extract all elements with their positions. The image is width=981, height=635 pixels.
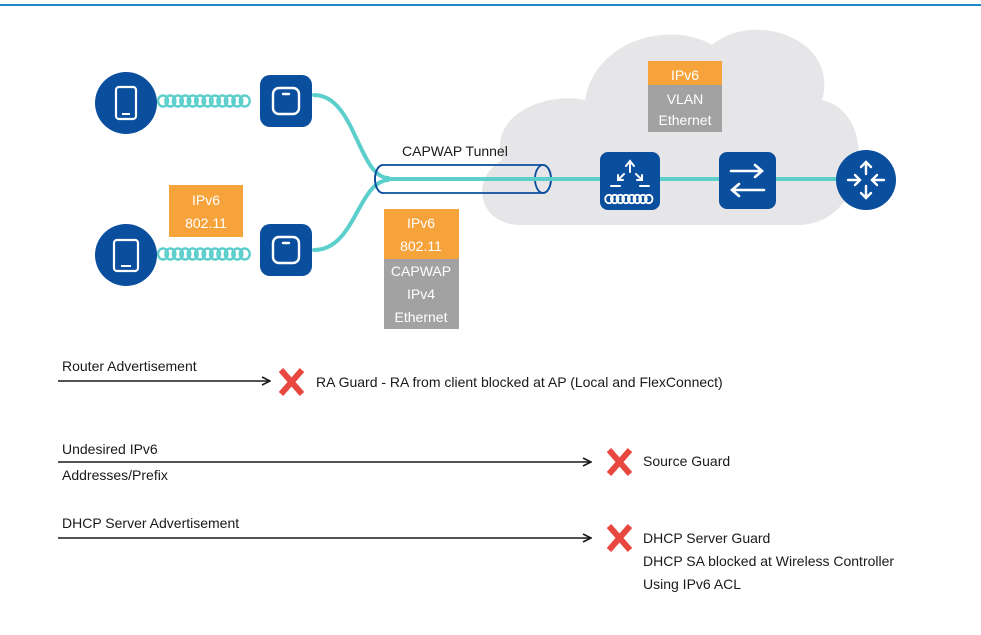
wireless-controller[interactable]: [600, 152, 660, 210]
coil-loop: [193, 94, 207, 108]
coil-loop: [238, 94, 251, 108]
source-guard-row: Undesired IPv6 Addresses/Prefix Source G…: [58, 441, 730, 483]
coil-loop: [632, 193, 642, 205]
coil-loop: [644, 193, 654, 205]
switch-icon: [729, 163, 766, 198]
dhcp-guard-row: DHCP Server Advertisement DHCP Server Gu…: [58, 515, 894, 592]
access-point-1[interactable]: [260, 75, 312, 127]
client-stack-80211: 802.11: [185, 215, 227, 231]
cloud-stack-ethernet: Ethernet: [659, 112, 712, 128]
access-point-icon: [271, 235, 301, 265]
coil-loop: [156, 94, 170, 108]
coil-loop: [201, 94, 214, 108]
dhcp-result-line2: DHCP SA blocked at Wireless Controller: [643, 553, 894, 569]
x-mark-icon: [278, 368, 305, 396]
tunnel-stack-80211: 802.11: [400, 238, 442, 254]
source-label-line2: Addresses/Prefix: [62, 467, 168, 483]
access-point-2[interactable]: [260, 224, 312, 276]
client-stack-ipv6: IPv6: [192, 192, 220, 208]
coil-loop: [164, 94, 177, 108]
cloud-protocol-stack: IPv6 VLAN Ethernet: [648, 61, 722, 132]
wireless-link-2: [156, 247, 251, 261]
coil-1: [156, 94, 251, 108]
switch[interactable]: [719, 152, 776, 209]
dhcp-result-line1: DHCP Server Guard: [643, 530, 770, 546]
wireless-controller-icon: [604, 159, 654, 205]
coil-loop: [604, 193, 614, 205]
coil-loop: [201, 247, 214, 261]
coil-loop: [627, 193, 637, 205]
x-mark-icon: [606, 448, 633, 476]
coil-loop: [179, 247, 192, 261]
coil-loop: [610, 193, 620, 205]
dhcp-result-line3: Using IPv6 ACL: [643, 576, 741, 592]
access-point-icon: [271, 86, 301, 116]
coil-2: [156, 247, 251, 261]
tunnel-label: CAPWAP Tunnel: [402, 143, 508, 159]
coil-loop: [231, 247, 244, 261]
ra-label: Router Advertisement: [62, 358, 197, 374]
coil-loop: [621, 193, 631, 205]
router[interactable]: [836, 150, 896, 210]
tunnel-stack-ipv6: IPv6: [407, 215, 435, 231]
coil-loop: [186, 247, 199, 261]
coil-loop: [223, 247, 237, 261]
capwap-tunnel: CAPWAP Tunnel: [374, 143, 560, 194]
cloud-stack-vlan: VLAN: [667, 91, 704, 107]
coil-loop: [208, 94, 222, 108]
smartphone-client[interactable]: [95, 72, 157, 134]
coil-loop: [208, 247, 222, 261]
coil-loop: [223, 94, 237, 108]
client-protocol-stack: IPv6 802.11: [169, 185, 243, 237]
link-ap2-tunnel: [312, 178, 390, 252]
tunnel-stack-ethernet: Ethernet: [395, 309, 448, 325]
ra-result: RA Guard - RA from client blocked at AP …: [316, 374, 723, 390]
dhcp-label: DHCP Server Advertisement: [62, 515, 239, 531]
tunnel-stack-ipv4: IPv4: [407, 286, 435, 302]
coil-loop: [216, 94, 229, 108]
ra-guard-row: Router Advertisement RA Guard - RA from …: [58, 358, 723, 396]
coil-loop: [156, 247, 170, 261]
coil-loop: [193, 247, 207, 261]
wireless-link-1: [156, 94, 251, 108]
tunnel-stack-capwap: CAPWAP: [391, 263, 451, 279]
tunnel-protocol-stack: IPv6 802.11 CAPWAP IPv4 Ethernet: [384, 209, 459, 329]
coil-loop: [238, 247, 251, 261]
coil-loop: [231, 94, 244, 108]
coil-loop: [171, 247, 185, 261]
coil-loop: [216, 247, 229, 261]
coil-loop: [638, 193, 648, 205]
tablet-icon: [112, 238, 140, 273]
cloud-stack-ipv6: IPv6: [671, 67, 699, 83]
coil-loop: [171, 94, 185, 108]
link-ap1-tunnel: [312, 93, 390, 180]
router-icon: [846, 160, 886, 200]
smartphone-icon: [114, 85, 138, 121]
x-mark-icon: [606, 524, 633, 552]
tablet-client[interactable]: [95, 224, 157, 286]
source-label-line1: Undesired IPv6: [62, 441, 158, 457]
coil-loop: [615, 193, 625, 205]
source-result: Source Guard: [643, 453, 730, 469]
coil-loop: [179, 94, 192, 108]
coil-loop: [186, 94, 199, 108]
coil-loop: [164, 247, 177, 261]
